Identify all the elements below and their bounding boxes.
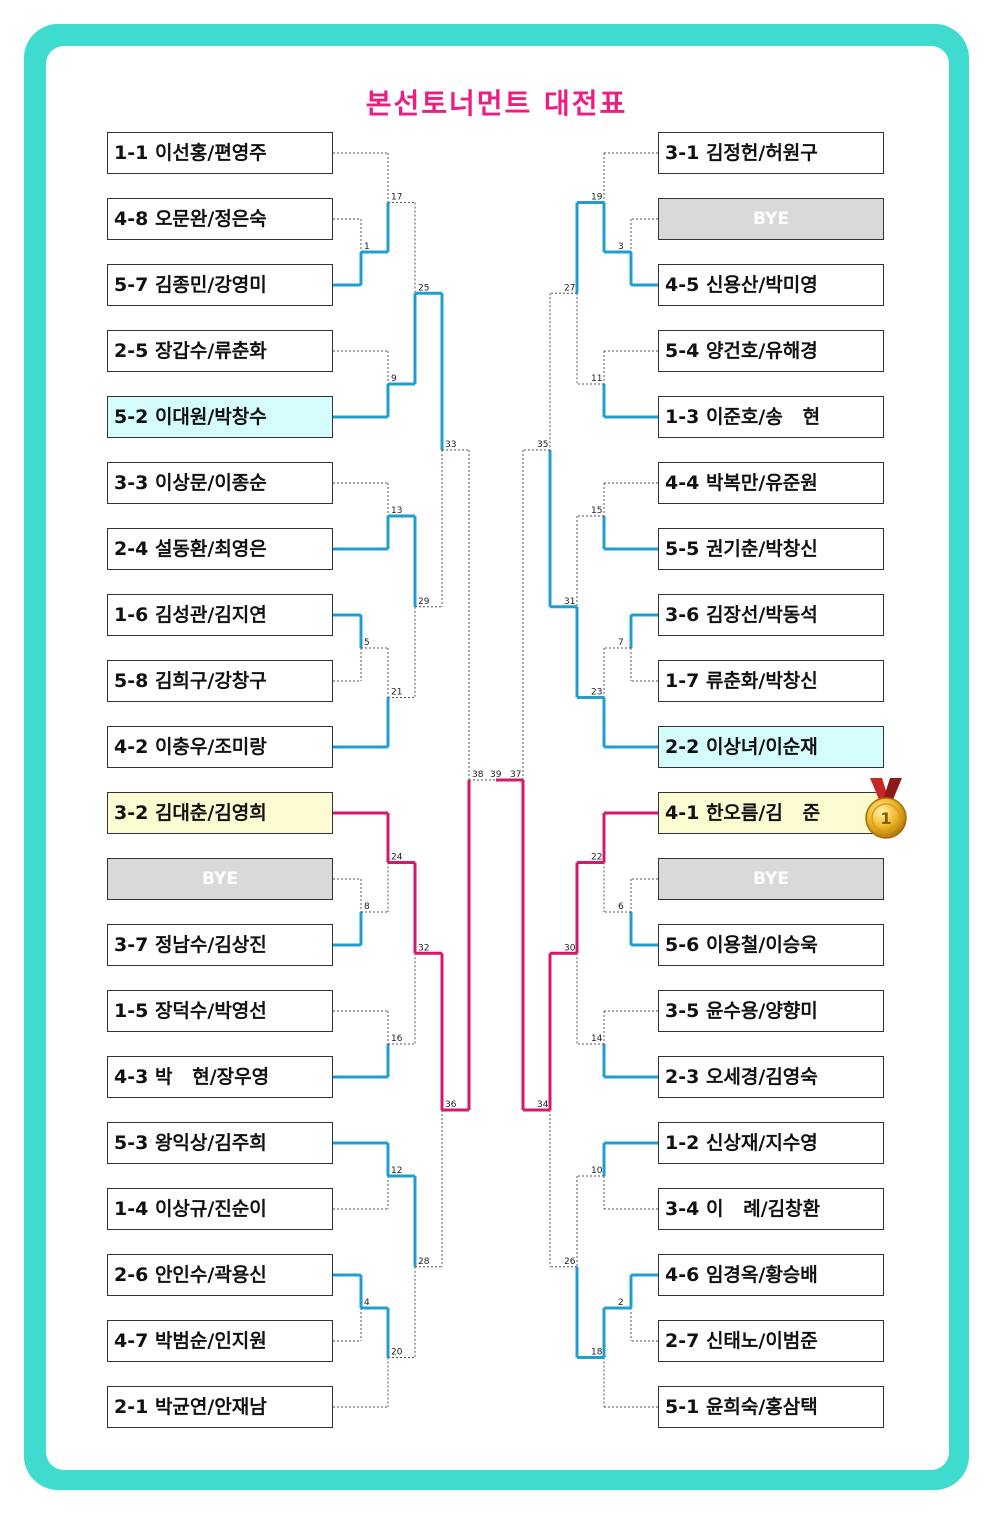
match-number: 27 xyxy=(564,283,575,293)
match-number: 30 xyxy=(564,943,576,953)
final-match-number: 39 xyxy=(490,770,502,780)
match-number: 20 xyxy=(391,1348,403,1358)
medal-label: 1 xyxy=(880,809,891,828)
match-number: 19 xyxy=(591,193,603,203)
right-entry-16: 1-2 신상재/지수영 xyxy=(658,1122,884,1164)
left-entry-14: 1-5 장덕수/박영선 xyxy=(107,990,333,1032)
right-entry-6: 4-4 박복만/유준원 xyxy=(658,462,884,504)
match-number: 22 xyxy=(591,853,602,863)
match-number: 23 xyxy=(591,688,602,698)
match-number: 35 xyxy=(537,440,548,450)
match-number: 2 xyxy=(618,1298,624,1308)
left-entry-6: 3-3 이상문/이종순 xyxy=(107,462,333,504)
left-entry-13: 3-7 정남수/김상진 xyxy=(107,924,333,966)
right-entry-4: 5-4 양건호/유해경 xyxy=(658,330,884,372)
match-number: 1 xyxy=(364,242,370,252)
right-entry-7: 5-5 권기춘/박창신 xyxy=(658,528,884,570)
right-entry-15: 2-3 오세경/김영숙 xyxy=(658,1056,884,1098)
left-entry-1: 1-1 이선홍/편영주 xyxy=(107,132,333,174)
left-entry-8: 1-6 김성관/김지연 xyxy=(107,594,333,636)
match-number: 38 xyxy=(472,770,484,780)
left-entry-17: 1-4 이상규/진순이 xyxy=(107,1188,333,1230)
left-entry-19: 4-7 박범순/인지원 xyxy=(107,1320,333,1362)
match-number: 13 xyxy=(391,506,402,516)
right-entry-18: 4-6 임경옥/황승배 xyxy=(658,1254,884,1296)
right-entry-9: 1-7 류춘화/박창신 xyxy=(658,660,884,702)
left-entry-12: BYE xyxy=(107,858,333,900)
match-number: 25 xyxy=(418,283,429,293)
left-entry-20: 2-1 박균연/안재남 xyxy=(107,1386,333,1428)
right-entry-3: 4-5 신용산/박미영 xyxy=(658,264,884,306)
right-entry-14: 3-5 윤수용/양향미 xyxy=(658,990,884,1032)
right-entry-12: BYE xyxy=(658,858,884,900)
left-entry-9: 5-8 김희구/강창구 xyxy=(107,660,333,702)
match-number: 15 xyxy=(591,506,602,516)
match-number: 3 xyxy=(618,242,624,252)
match-number: 14 xyxy=(591,1034,603,1044)
match-number: 32 xyxy=(418,943,429,953)
right-entry-10: 2-2 이상녀/이순재 xyxy=(658,726,884,768)
match-number: 7 xyxy=(618,638,624,648)
match-number: 28 xyxy=(418,1257,430,1267)
match-number: 10 xyxy=(591,1166,603,1176)
right-entry-13: 5-6 이용철/이승욱 xyxy=(658,924,884,966)
left-entry-10: 4-2 이충우/조미랑 xyxy=(107,726,333,768)
right-entry-2: BYE xyxy=(658,198,884,240)
match-number: 9 xyxy=(391,374,397,384)
page-title: 본선토너먼트 대전표 xyxy=(365,87,628,120)
match-number: 29 xyxy=(418,597,430,607)
match-number: 26 xyxy=(564,1257,576,1267)
gold-medal-icon: 1 xyxy=(865,778,907,839)
match-number: 5 xyxy=(364,638,370,648)
match-number: 11 xyxy=(591,374,602,384)
left-entry-15: 4-3 박 현/장우영 xyxy=(107,1056,333,1098)
match-number: 34 xyxy=(537,1100,549,1110)
right-entry-20: 5-1 윤희숙/홍삼택 xyxy=(658,1386,884,1428)
right-entry-11: 4-1 한오름/김 준 xyxy=(658,792,884,834)
right-entry-5: 1-3 이준호/송 현 xyxy=(658,396,884,438)
match-number: 6 xyxy=(618,902,624,912)
match-number: 24 xyxy=(391,853,403,863)
left-entry-2: 4-8 오문완/정은숙 xyxy=(107,198,333,240)
left-entry-4: 2-5 장갑수/류춘화 xyxy=(107,330,333,372)
match-number: 4 xyxy=(364,1298,370,1308)
match-number: 33 xyxy=(445,440,456,450)
match-number: 12 xyxy=(391,1166,402,1176)
left-entry-18: 2-6 안인수/곽용신 xyxy=(107,1254,333,1296)
right-entry-1: 3-1 김정헌/허원구 xyxy=(658,132,884,174)
match-number: 17 xyxy=(391,193,402,203)
left-entry-16: 5-3 왕익상/김주희 xyxy=(107,1122,333,1164)
match-number: 8 xyxy=(364,902,370,912)
left-entry-11: 3-2 김대춘/김영희 xyxy=(107,792,333,834)
right-entry-17: 3-4 이 례/김창환 xyxy=(658,1188,884,1230)
match-number: 21 xyxy=(391,688,402,698)
right-entry-8: 3-6 김장선/박동석 xyxy=(658,594,884,636)
match-number: 31 xyxy=(564,597,575,607)
left-entry-7: 2-4 설동환/최영은 xyxy=(107,528,333,570)
match-number: 16 xyxy=(391,1034,403,1044)
right-entry-19: 2-7 신태노/이범준 xyxy=(658,1320,884,1362)
match-number: 37 xyxy=(510,770,521,780)
left-entry-5: 5-2 이대원/박창수 xyxy=(107,396,333,438)
match-number: 18 xyxy=(591,1348,603,1358)
left-entry-3: 5-7 김종민/강영미 xyxy=(107,264,333,306)
match-number: 36 xyxy=(445,1100,457,1110)
